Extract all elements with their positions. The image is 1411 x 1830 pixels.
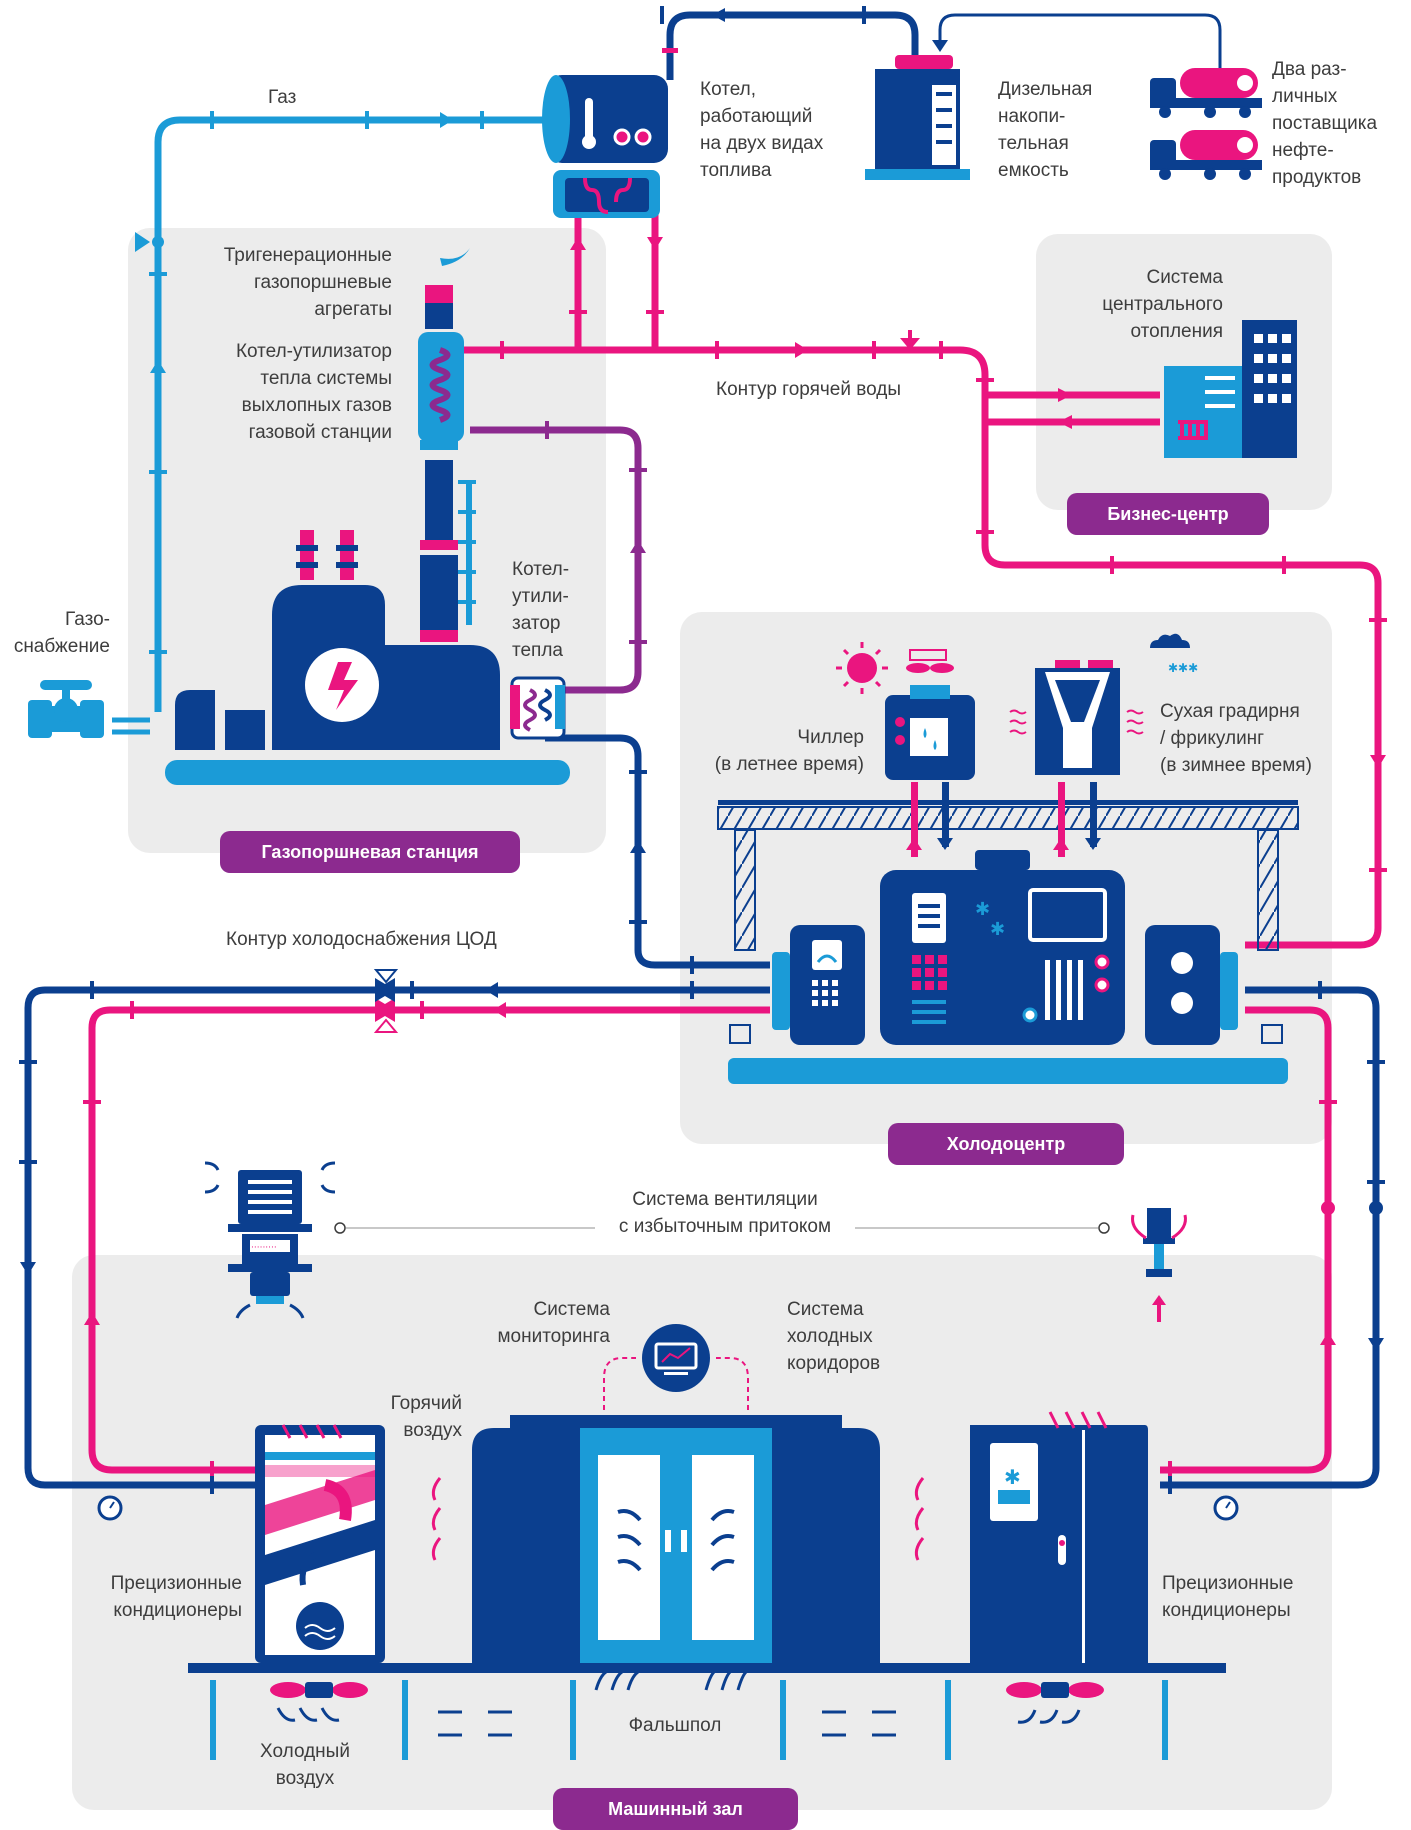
ventilation-unit-icon: ········· <box>204 1161 336 1319</box>
diesel-tank-label: Дизельная накопи- тельная емкость <box>998 79 1093 181</box>
cooling-loop-label: Контур холодоснабжения ЦОД <box>226 929 497 950</box>
svg-text:✱: ✱ <box>975 899 990 920</box>
cooling-marks <box>19 770 1385 1494</box>
svg-text:✱: ✱ <box>990 919 1005 940</box>
gas-pipe-marks <box>135 111 484 654</box>
heat-exchanger-icon <box>510 676 566 740</box>
hot-air-label: Горячий воздух <box>390 1393 462 1441</box>
radiator-icon <box>1178 420 1208 440</box>
precision-ac-right-label: Прецизионные кондиционеры <box>1162 1573 1294 1621</box>
hot-water-loop-label: Контур горячей воды <box>716 379 902 400</box>
heat-recovery-boiler-label: Котел- утили- затор тепла <box>512 559 570 661</box>
precision-ac-right-icon: ✱ <box>970 1425 1148 1663</box>
trigeneration-label: Тригенерационные газопоршневые агрегаты <box>223 245 392 320</box>
chiller-icon <box>836 642 975 780</box>
dry-cooler-icon: ✱✱✱ <box>1035 633 1198 775</box>
cold-corridors-label: Система холодных коридоров <box>787 1299 881 1374</box>
cooling-center-badge: Холодоцентр <box>888 1123 1124 1165</box>
monitoring-label: Система мониторинга <box>497 1299 610 1347</box>
gas-station-badge: Газопоршневая станция <box>220 831 520 873</box>
svg-text:✱✱✱: ✱✱✱ <box>1168 661 1198 675</box>
hot-water-marks <box>83 237 1387 1479</box>
cooling-frame <box>717 800 1299 1084</box>
boiler-icon <box>542 75 668 218</box>
exhaust-boiler-label: Котел-утилизатор тепла системы выхлопных… <box>235 341 392 443</box>
roof-vent-icon <box>1131 1208 1187 1322</box>
raised-floor-label: Фальшпол <box>628 1715 722 1736</box>
raised-floor <box>188 1663 1226 1760</box>
fuel-truck-icon <box>1150 68 1262 180</box>
svg-text:✱: ✱ <box>1004 1465 1021 1489</box>
precision-ac-left-label: Прецизионные кондиционеры <box>110 1573 242 1621</box>
gas-label: Газ <box>268 87 297 108</box>
fan-icon <box>270 1682 1104 1698</box>
valve-icon <box>28 680 104 738</box>
cold-air-label: Холодный воздух <box>260 1741 350 1789</box>
chimney-icon <box>418 248 476 642</box>
fuel-line-marks <box>660 6 948 53</box>
heat-wave-icons <box>1009 709 1144 735</box>
gas-supply-label: Газо- снабжение <box>13 609 110 657</box>
boiler-label: Котел, работающий на двух видах топлива <box>700 79 824 181</box>
chiller-unit-icon: ✱ ✱ <box>772 782 1238 1045</box>
monitoring-icon <box>603 1324 749 1410</box>
dry-cooler-label: Сухая градирня / фрикулинг (в зимнее вре… <box>1160 701 1312 776</box>
svg-text:·········: ········· <box>251 1243 277 1253</box>
diesel-tank-icon <box>865 55 970 180</box>
gauge-icon <box>97 1495 1239 1521</box>
fuel-lines <box>666 11 1222 85</box>
server-rack-icon <box>472 1415 880 1663</box>
suppliers-label: Два раз- личных поставщика нефте- продук… <box>1272 59 1378 188</box>
central-heating-label: Система центрального отопления <box>1102 267 1223 342</box>
building-icon <box>1164 320 1297 458</box>
generator-icon <box>165 530 570 785</box>
ventilation-label: Система вентиляции с избыточным притоком <box>618 1189 832 1237</box>
ventilation-connector <box>334 1222 1110 1234</box>
business-center-badge: Бизнес-центр <box>1067 493 1269 535</box>
chiller-label: Чиллер (в летнее время) <box>714 727 864 775</box>
precision-ac-icon <box>255 1425 385 1663</box>
exhaust-loop-marks <box>545 421 647 644</box>
air-flow-arrows <box>276 1411 1108 1737</box>
machine-room-badge: Машинный зал <box>553 1788 798 1830</box>
gas-pipe <box>112 116 548 735</box>
